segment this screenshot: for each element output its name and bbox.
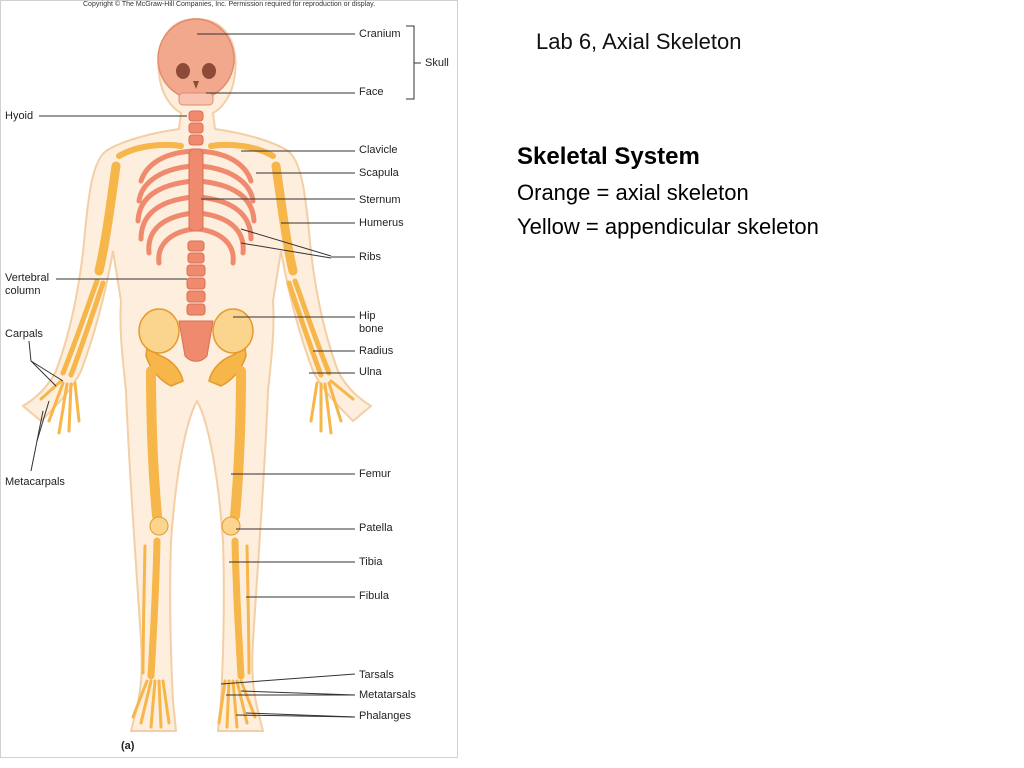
label-scapula: Scapula <box>359 167 399 179</box>
vertebral-column <box>186 110 206 316</box>
shoulder-girdle <box>116 141 276 159</box>
label-cranium: Cranium <box>359 28 401 40</box>
leader-lines <box>28 25 421 718</box>
label-fibula: Fibula <box>359 590 389 602</box>
legend-heading: Skeletal System <box>517 143 700 170</box>
label-radius: Radius <box>359 345 394 357</box>
skull <box>157 18 235 106</box>
legend-appendicular: Yellow = appendicular skeleton <box>517 214 819 239</box>
label-tarsals: Tarsals <box>359 669 394 681</box>
sternum-bone <box>188 148 204 232</box>
feet <box>131 679 257 729</box>
skeleton-illustration <box>21 17 421 732</box>
label-patella: Patella <box>359 522 393 534</box>
label-tibia: Tibia <box>359 556 383 568</box>
label-metatarsals: Metatarsals <box>359 689 416 701</box>
label-skull: Skull <box>425 57 449 69</box>
label-humerus: Humerus <box>359 217 404 229</box>
arm-bones <box>94 161 298 276</box>
figure-caption: (a) <box>121 740 135 752</box>
label-vertebral-column: Vertebral column <box>5 272 50 297</box>
label-sternum: Sternum <box>359 194 401 206</box>
leg-bones <box>146 366 246 521</box>
label-hip-bone: Hip bone <box>359 310 384 335</box>
sacrum <box>178 320 214 362</box>
patella-right <box>221 516 241 536</box>
label-hyoid: Hyoid <box>5 110 34 122</box>
patella-left <box>149 516 169 536</box>
label-carpals: Carpals <box>5 328 43 340</box>
label-ribs: Ribs <box>359 251 382 263</box>
copyright-notice: Copyright © The McGraw-Hill Companies, I… <box>83 1 376 8</box>
hands <box>39 379 355 435</box>
label-metacarpals: Metacarpals <box>5 476 65 488</box>
rib-cage <box>135 148 257 266</box>
label-clavicle: Clavicle <box>359 144 398 156</box>
label-phalanges: Phalanges <box>359 710 411 722</box>
label-face: Face <box>359 86 384 98</box>
skeleton-figure: Copyright © The McGraw-Hill Companies, I… <box>0 0 458 758</box>
slide-title: Lab 6, Axial Skeleton <box>536 29 742 54</box>
label-ulna: Ulna <box>359 366 382 378</box>
legend-axial: Orange = axial skeleton <box>517 180 749 205</box>
label-femur: Femur <box>359 468 391 480</box>
